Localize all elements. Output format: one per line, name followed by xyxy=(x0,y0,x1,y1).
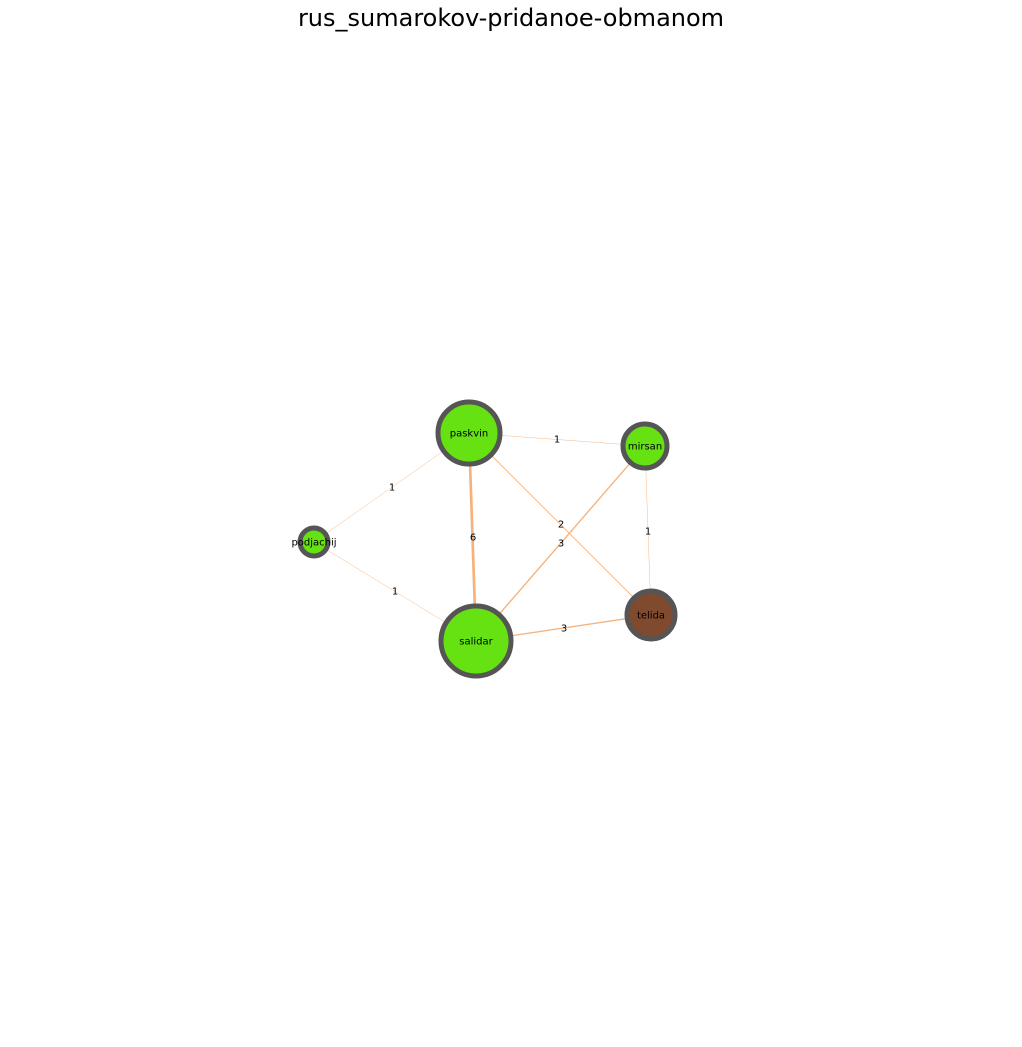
node-circle-paskvin xyxy=(435,399,503,467)
edge-label-paskvin-salidar: 6 xyxy=(470,533,476,544)
edge-label-mirsan-telida: 1 xyxy=(645,527,651,538)
node-label-mirsan: mirsan xyxy=(628,442,662,453)
node-telida: telida xyxy=(624,588,678,642)
node-label-podjachij: podjachij xyxy=(291,538,336,549)
node-circle-salidar xyxy=(438,603,514,679)
edge-label-mirsan-salidar: 3 xyxy=(558,539,564,550)
edges-layer xyxy=(313,432,652,642)
edge-mirsan-salidar xyxy=(475,445,646,642)
edge-paskvin-telida xyxy=(468,432,652,616)
graph-title: rus_sumarokov-pridanoe-obmanom xyxy=(298,4,724,32)
node-circle-podjachij xyxy=(297,525,331,559)
edge-label-paskvin-telida: 2 xyxy=(558,520,564,531)
node-circle-telida xyxy=(624,588,678,642)
node-paskvin: paskvin xyxy=(435,399,503,467)
node-mirsan: mirsan xyxy=(620,421,670,471)
edge-label-podjachij-salidar: 1 xyxy=(392,587,398,598)
edge-mirsan-telida xyxy=(644,445,652,616)
edge-label-salidar-telida: 3 xyxy=(561,624,567,635)
edge-label-paskvin-mirsan: 1 xyxy=(554,435,560,446)
edge-label-paskvin-podjachij: 1 xyxy=(389,483,395,494)
node-label-paskvin: paskvin xyxy=(450,429,489,440)
node-label-telida: telida xyxy=(637,611,665,622)
node-podjachij: podjachij xyxy=(291,525,337,559)
node-label-salidar: salidar xyxy=(459,637,493,648)
node-salidar: salidar xyxy=(438,603,514,679)
edge-labels-layer: 1 1 6 2 3 1 1 3 xyxy=(389,435,651,635)
nodes-layer: paskvin mirsan podjachij salidar telida xyxy=(291,399,678,679)
node-circle-mirsan xyxy=(620,421,670,471)
